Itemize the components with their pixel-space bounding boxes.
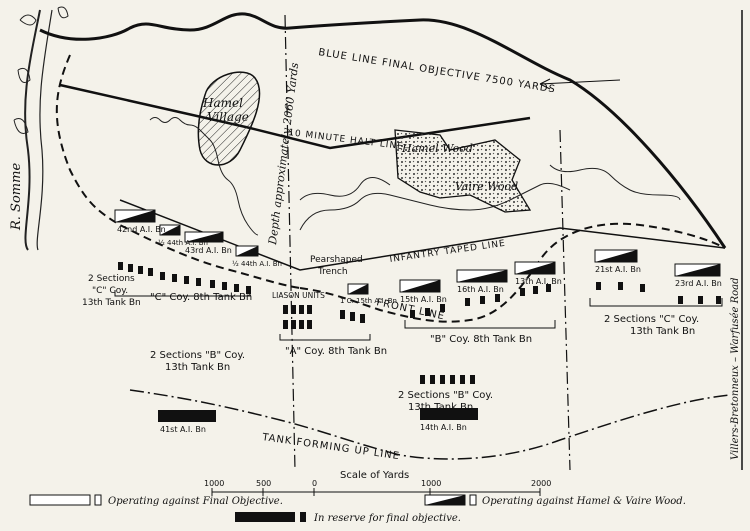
bn-16-label: 16th A.I. Bn — [457, 285, 504, 294]
legend-hamel: Operating against Hamel & Vaire Wood. — [482, 496, 686, 507]
front-line — [299, 222, 726, 323]
bn-14-label: 14th A.I. Bn — [420, 423, 467, 432]
bn-41 — [158, 410, 216, 422]
river-label: R. Somme — [9, 163, 24, 231]
vaire-wood — [394, 129, 532, 213]
bn-13 — [514, 261, 556, 275]
b-sections-mid-1: 2 Sections "B" Coy. — [398, 390, 493, 401]
tanks-left — [118, 262, 251, 294]
right-boundary — [559, 129, 571, 471]
bn-15 — [399, 279, 441, 293]
right-sections-1: 2 Sections "C" Coy. — [604, 314, 699, 325]
hamel-wood-label: Hamel Wood — [401, 142, 473, 155]
tanks-a-coy — [283, 305, 365, 329]
bn-13-label: 13th A.I. Bn — [515, 277, 562, 286]
legend-reserve: In reserve for final objective. — [313, 513, 461, 524]
river-somme — [13, 6, 69, 251]
bn-44a — [159, 224, 181, 236]
bn-43 — [184, 231, 224, 243]
bn-23-label: 23rd A.I. Bn — [675, 279, 722, 288]
legend-final: Operating against Final Objective. — [108, 496, 283, 507]
scale-tick-4: 1000 — [421, 479, 441, 488]
bn-44b-label: ½ 44th A.I. Bn — [232, 260, 282, 268]
b-coy-8-label: "B" Coy. 8th Tank Bn — [430, 334, 532, 345]
legend — [29, 494, 477, 522]
lc-label: 1 C. 15th A.I. Bn — [340, 297, 397, 305]
tank-glyphs — [118, 262, 721, 384]
trench-wavy-2 — [299, 182, 571, 231]
bn-4 — [347, 283, 369, 295]
scale-title: Scale of Yards — [340, 470, 409, 481]
right-sections-2: 13th Tank Bn — [630, 326, 695, 337]
b-sections-left-2: 13th Tank Bn — [165, 362, 230, 373]
road-label: Villers-Bretonneux – Warfusée Road — [730, 277, 741, 460]
trench-wavy-3 — [299, 177, 391, 201]
depth-line — [284, 14, 296, 471]
b-sections-left-1: 2 Sections "B" Coy. — [150, 350, 245, 361]
bn-14 — [420, 408, 478, 420]
bn-16 — [456, 269, 508, 283]
scale-tick-5: 2000 — [531, 479, 551, 488]
forming-up-label: TANK FORMING UP LINE — [261, 432, 401, 462]
halt-line-label: 10 MINUTE HALT LINE — [288, 128, 405, 152]
c-coy-8-label: "C" Coy. 8th Tank Bn — [150, 292, 252, 303]
bracket-a — [279, 334, 371, 341]
hamel-village-label-b: Village — [207, 110, 249, 124]
bn-23 — [674, 263, 721, 277]
hamel-village — [197, 71, 261, 166]
bracket-right — [589, 298, 723, 307]
bn-43-label: 43rd A.I. Bn — [185, 246, 232, 255]
depth-label: Depth approximately 2060 Yards — [266, 62, 301, 247]
forming-up-line — [129, 389, 731, 460]
tanks-b-coy — [410, 284, 551, 318]
halt-line — [59, 83, 531, 150]
a-coy-8-label: "A" Coy. 8th Tank Bn — [285, 346, 387, 357]
b-sections-mid-2: 13th Tank Bn — [408, 402, 473, 413]
bn-42 — [114, 209, 156, 223]
battalion-boxes — [114, 209, 721, 422]
trench-wavy-4 — [549, 164, 681, 201]
tanks-b-mid — [420, 375, 475, 384]
liaison-label: LIASON UNITS — [272, 291, 325, 300]
direction-arrow — [539, 78, 621, 90]
left-sections-2: "C" Coy. — [92, 286, 128, 296]
scale-bar — [211, 488, 541, 496]
left-boundary — [55, 54, 301, 289]
left-sections-3: 13th Tank Bn — [82, 298, 141, 308]
tanks-right — [596, 282, 721, 304]
scale-tick-2: 500 — [256, 479, 271, 488]
bracket-left — [114, 290, 251, 297]
scale-tick-1: 1000 — [204, 479, 224, 488]
bn-21-label: 21st A.I. Bn — [595, 265, 641, 274]
trench-wavy-1 — [149, 117, 259, 236]
trench-label-b: Trench — [317, 267, 348, 277]
left-sections-1: 2 Sections — [88, 274, 135, 284]
blue-line — [39, 12, 727, 249]
hamel-village-label-a: Hamel — [202, 96, 243, 110]
bn-41-label: 41st A.I. Bn — [160, 425, 206, 434]
vaire-wood-label: Vaire Wood — [455, 180, 518, 193]
bn-44a-label: ½ 44th A.I. Bn — [158, 239, 208, 247]
bn-15-label: 15th A.I. Bn — [400, 295, 447, 304]
bracket-b — [404, 320, 556, 329]
trench-label-a: Pearshaped — [310, 255, 363, 265]
bn-44b — [235, 245, 259, 257]
scale-tick-3: 0 — [312, 479, 317, 488]
taped-line-label: INFANTRY TAPED LINE — [389, 239, 506, 265]
bn-42-label: 42nd A.I. Bn — [117, 225, 166, 234]
bn-21 — [594, 249, 638, 263]
